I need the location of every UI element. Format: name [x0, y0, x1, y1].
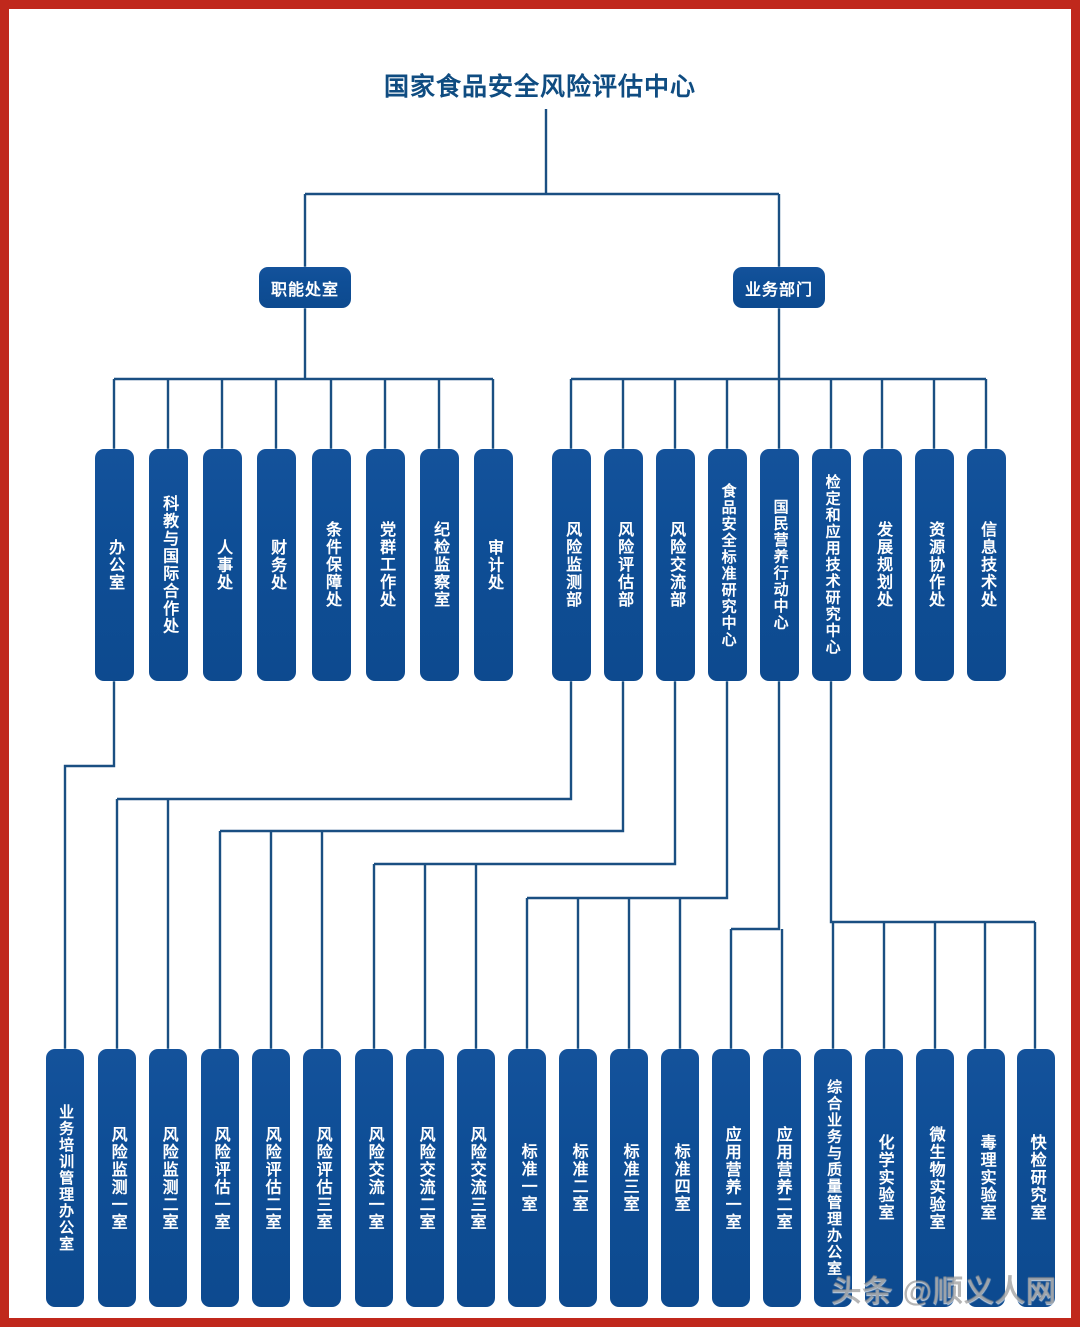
branch-node-business[interactable]: 业务部门 — [733, 267, 825, 308]
dept-node-resource-cooperation[interactable]: 资源协作处 — [915, 449, 954, 681]
office-node-microbiology-lab[interactable]: 微生物实验室 — [916, 1049, 954, 1307]
office-node-monitoring-1[interactable]: 风险监测一室 — [98, 1049, 136, 1307]
technology-children-connector — [829, 681, 1037, 1049]
office-label-communication-3: 风险交流三室 — [467, 1125, 485, 1231]
dept-label-finance: 财务处 — [268, 538, 286, 592]
office-node-assessment-1[interactable]: 风险评估一室 — [201, 1049, 239, 1307]
office-node-integrated-quality-management[interactable]: 综合业务与质量管理办公室 — [814, 1049, 852, 1307]
dept-label-risk-assessment: 风险评估部 — [615, 521, 633, 609]
dept-node-risk-communication[interactable]: 风险交流部 — [656, 449, 695, 681]
office-label-monitoring-2: 风险监测二室 — [159, 1125, 177, 1231]
dept-node-science-education-intl[interactable]: 科教与国际合作处 — [149, 449, 188, 681]
dept-node-finance[interactable]: 财务处 — [257, 449, 296, 681]
page-title: 国家食品安全风险评估中心 — [383, 73, 696, 101]
root-to-branches-connector — [303, 109, 781, 267]
dept-node-national-nutrition[interactable]: 国民营养行动中心 — [760, 449, 799, 681]
dept-label-calibration-applied-tech: 检定和应用技术研究中心 — [823, 474, 841, 656]
branch-label-business: 业务部门 — [744, 281, 813, 299]
office-label-applied-nutrition-2: 应用营养二室 — [773, 1125, 791, 1231]
dept-node-risk-monitoring[interactable]: 风险监测部 — [552, 449, 591, 681]
office-label-rapid-testing-research: 快检研究室 — [1027, 1134, 1045, 1222]
dept-label-risk-monitoring: 风险监测部 — [563, 521, 581, 609]
dept-node-party-mass-work[interactable]: 党群工作处 — [366, 449, 405, 681]
office-node-standard-1[interactable]: 标准一室 — [508, 1049, 546, 1307]
office-label-assessment-1: 风险评估一室 — [211, 1125, 229, 1231]
office-node-rapid-testing-research[interactable]: 快检研究室 — [1017, 1049, 1055, 1307]
dept-label-risk-communication: 风险交流部 — [667, 521, 685, 609]
office-node-standard-4[interactable]: 标准四室 — [661, 1049, 699, 1307]
business-branch-connector — [569, 308, 988, 449]
office-label-applied-nutrition-1: 应用营养一室 — [722, 1125, 740, 1231]
dept-node-calibration-applied-tech[interactable]: 检定和应用技术研究中心 — [812, 449, 851, 681]
dept-label-support: 条件保障处 — [323, 521, 341, 609]
office-node-chemistry-lab[interactable]: 化学实验室 — [865, 1049, 903, 1307]
office-node-communication-3[interactable]: 风险交流三室 — [457, 1049, 495, 1307]
dept-label-information-technology: 信息技术处 — [978, 521, 996, 609]
office-node-training-management[interactable]: 业务培训管理办公室 — [46, 1049, 84, 1307]
office-to-training-connector — [63, 681, 116, 1049]
office-node-communication-2[interactable]: 风险交流二室 — [406, 1049, 444, 1307]
dept-node-food-safety-standards[interactable]: 食品安全标准研究中心 — [708, 449, 747, 681]
office-label-assessment-3: 风险评估三室 — [313, 1125, 331, 1231]
dept-label-science-education-intl: 科教与国际合作处 — [160, 495, 178, 635]
dept-label-personnel: 人事处 — [214, 538, 232, 592]
dept-label-resource-cooperation: 资源协作处 — [926, 521, 944, 609]
office-node-assessment-3[interactable]: 风险评估三室 — [303, 1049, 341, 1307]
nutrition-children-connector — [729, 681, 784, 1049]
dept-node-development-planning[interactable]: 发展规划处 — [863, 449, 902, 681]
office-label-monitoring-1: 风险监测一室 — [108, 1125, 126, 1231]
dept-node-personnel[interactable]: 人事处 — [203, 449, 242, 681]
office-node-assessment-2[interactable]: 风险评估二室 — [252, 1049, 290, 1307]
watermark: 头条 @顺义人网 — [831, 1275, 1057, 1308]
office-label-standard-3: 标准三室 — [620, 1143, 638, 1213]
dept-node-office[interactable]: 办公室 — [95, 449, 134, 681]
dept-node-support[interactable]: 条件保障处 — [312, 449, 351, 681]
dept-label-party-mass-work: 党群工作处 — [377, 521, 395, 609]
office-label-training-management: 业务培训管理办公室 — [57, 1103, 75, 1253]
office-label-standard-2: 标准二室 — [569, 1143, 587, 1213]
branch-label-functional: 职能处室 — [270, 281, 339, 299]
office-node-applied-nutrition-1[interactable]: 应用营养一室 — [712, 1049, 750, 1307]
office-label-communication-1: 风险交流一室 — [365, 1125, 383, 1231]
dept-label-audit: 审计处 — [485, 538, 503, 592]
office-label-standard-1: 标准一室 — [518, 1143, 536, 1213]
office-label-standard-4: 标准四室 — [671, 1143, 689, 1213]
office-node-standard-2[interactable]: 标准二室 — [559, 1049, 597, 1307]
office-label-integrated-quality-management: 综合业务与质量管理办公室 — [825, 1079, 843, 1277]
dept-label-office: 办公室 — [106, 538, 124, 592]
office-label-chemistry-lab: 化学实验室 — [875, 1134, 893, 1222]
office-label-microbiology-lab: 微生物实验室 — [926, 1125, 944, 1231]
branch-node-functional[interactable]: 职能处室 — [259, 267, 351, 308]
communication-children-connector — [372, 681, 677, 1049]
dept-node-discipline-inspection[interactable]: 纪检监察室 — [420, 449, 459, 681]
dept-node-risk-assessment[interactable]: 风险评估部 — [604, 449, 643, 681]
office-label-toxicology-lab: 毒理实验室 — [977, 1134, 995, 1222]
functional-branch-connector — [112, 308, 495, 449]
office-node-standard-3[interactable]: 标准三室 — [610, 1049, 648, 1307]
dept-label-national-nutrition: 国民营养行动中心 — [771, 499, 789, 631]
dept-label-food-safety-standards: 食品安全标准研究中心 — [719, 482, 737, 648]
monitoring-children-connector — [115, 681, 573, 1049]
office-node-toxicology-lab[interactable]: 毒理实验室 — [967, 1049, 1005, 1307]
office-label-communication-2: 风险交流二室 — [416, 1125, 434, 1231]
office-node-applied-nutrition-2[interactable]: 应用营养二室 — [763, 1049, 801, 1307]
office-node-communication-1[interactable]: 风险交流一室 — [355, 1049, 393, 1307]
dept-label-discipline-inspection: 纪检监察室 — [431, 521, 449, 609]
office-node-monitoring-2[interactable]: 风险监测二室 — [149, 1049, 187, 1307]
dept-node-audit[interactable]: 审计处 — [474, 449, 513, 681]
assessment-children-connector — [218, 681, 625, 1049]
dept-label-development-planning: 发展规划处 — [874, 521, 892, 609]
standards-children-connector — [525, 681, 729, 1049]
office-label-assessment-2: 风险评估二室 — [262, 1125, 280, 1231]
dept-node-information-technology[interactable]: 信息技术处 — [967, 449, 1006, 681]
